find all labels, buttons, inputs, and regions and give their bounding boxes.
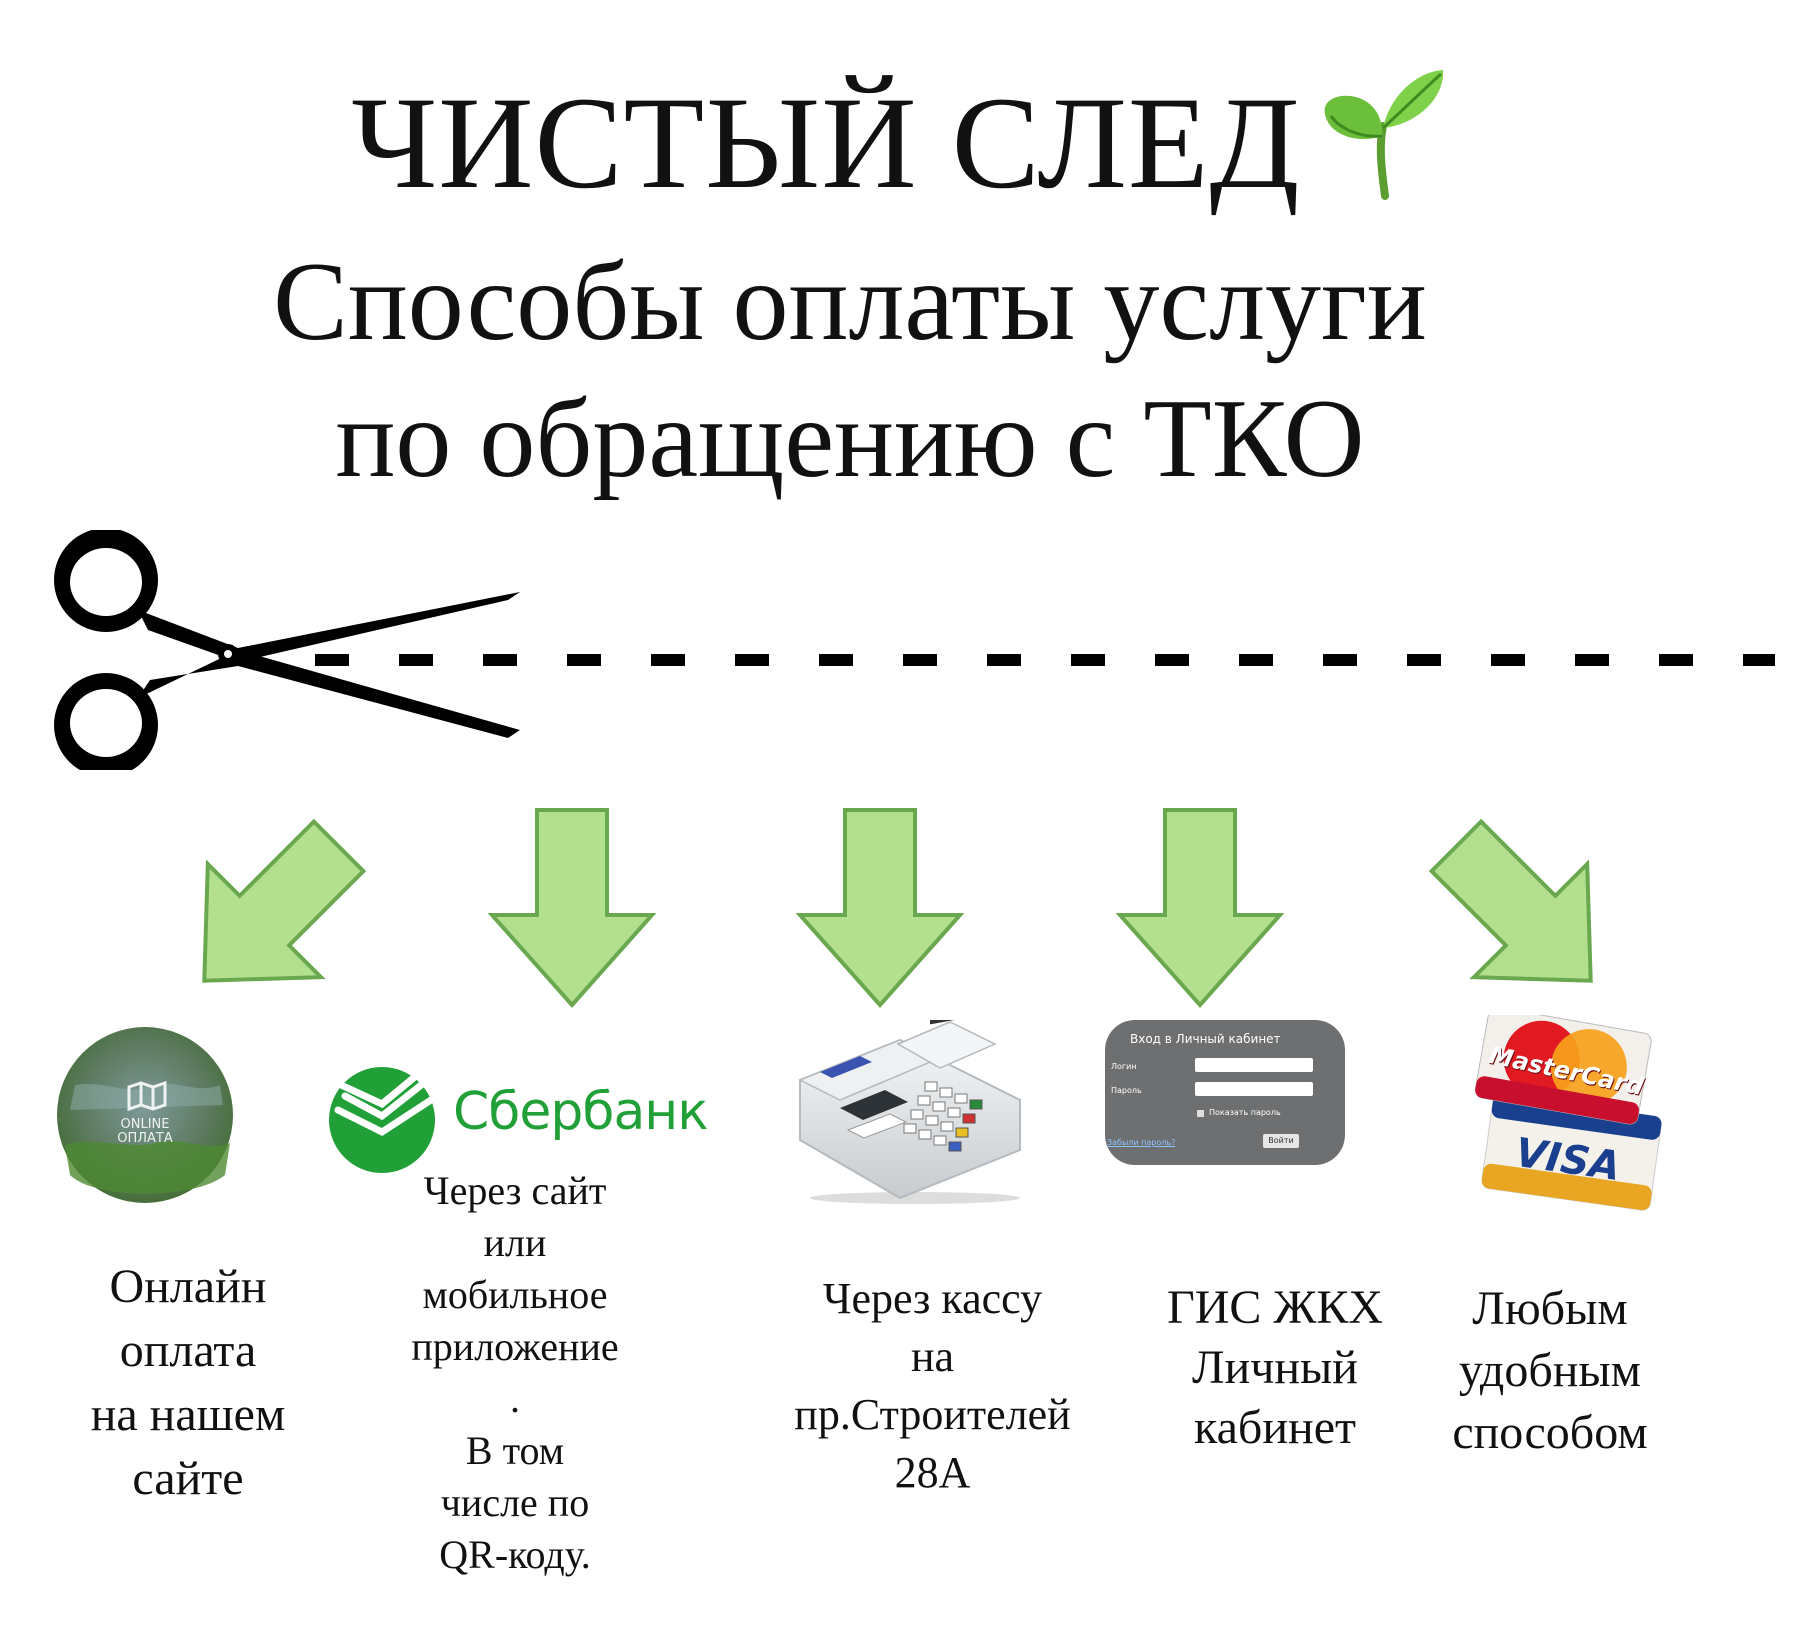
arrow-down-icon [487,808,657,1009]
label-line: или [483,1220,547,1265]
label-line: Личный [1191,1341,1358,1394]
label-line: В том [465,1428,565,1473]
label-line: пр.Строителей [794,1390,1071,1439]
label-line: приложение [411,1324,619,1369]
submit-button: Войти [1263,1134,1299,1148]
method-label-any: Любым удобным способом [1405,1278,1695,1464]
method-sberbank: Сбербанк [325,1060,725,1175]
label-line: на нашем [90,1388,286,1441]
sberbank-logo-icon [329,1066,435,1173]
cash-register-icon [798,1020,1021,1204]
login-form-icon: Вход в Личный кабинет Логин Пароль Показ… [1105,1020,1345,1165]
label-line: оплата [119,1324,257,1377]
arrow-down-icon [795,808,965,1009]
login-label: Логин [1111,1062,1137,1071]
label-line: Онлайн [109,1260,267,1313]
label-line: Через кассу [822,1274,1043,1323]
label-line: на [910,1332,955,1381]
arrow-down-icon [1115,808,1285,1009]
login-form-title: Вход в Личный кабинет [1130,1032,1281,1046]
show-password-checkbox [1197,1110,1204,1117]
method-label-online: Онлайн оплата на нашем сайте [58,1255,318,1511]
label-line: способом [1452,1406,1648,1459]
label-line: сайте [132,1452,244,1505]
online-payment-badge-icon [57,1027,233,1203]
badge-text-2: ОПЛАТА [117,1131,173,1146]
label-line: числе по [440,1480,590,1525]
method-label-kassa: Через кассу на пр.Строителей 28А [755,1270,1110,1502]
label-line: Любым [1472,1282,1628,1335]
badge-text-1: ONLINE [120,1117,170,1132]
password-field [1195,1082,1313,1096]
sprout-icon [1324,70,1443,200]
credit-cards-icon: VISA MasterCard [1470,1015,1670,1215]
subtitle-line-2: по обращению с ТКО [335,377,1365,501]
forgot-password-link: Забыли пароль? [1107,1138,1176,1147]
login-field [1195,1058,1313,1072]
label-line: удобным [1458,1344,1642,1397]
brand-name: ЧИСТЫЙ СЛЕД [351,69,1301,216]
mastercard-card-icon [1474,1015,1652,1125]
arrow-down-left-icon [202,818,367,983]
sberbank-logo-text: Сбербанк [453,1082,709,1142]
show-password-label: Показать пароль [1209,1108,1281,1117]
method-online: ONLINE ОПЛАТА [55,1025,235,1205]
password-label: Пароль [1111,1086,1142,1095]
arrow-down-right-icon [1428,818,1593,983]
label-line: ГИС ЖКХ [1166,1281,1384,1334]
label-line: QR-коду. [439,1532,591,1577]
label-line: 28А [894,1448,971,1497]
label-line: кабинет [1194,1401,1356,1454]
brand-title: ЧИСТЫЙ СЛЕД [0,66,1800,218]
label-line: Через сайт [423,1168,607,1213]
method-label-sberbank: Через сайт или мобильное приложение . В … [385,1165,645,1581]
subtitle-line-1: Способы оплаты услуги [273,240,1427,364]
label-line: . [510,1376,520,1421]
scissors-icon [54,530,520,770]
label-line: мобильное [422,1272,608,1317]
method-label-gis: ГИС ЖКХ Личный кабинет [1135,1278,1415,1458]
cut-line [315,654,1775,666]
